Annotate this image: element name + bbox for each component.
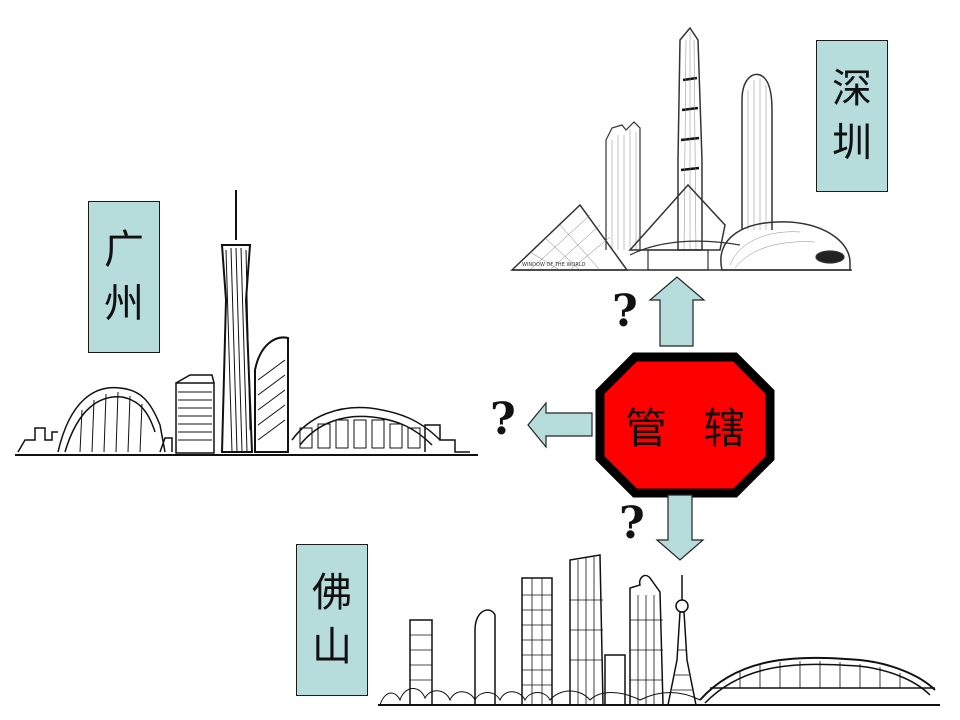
city-label-guangzhou: 广 州 [88, 201, 160, 353]
foshan-char-1: 佛 [312, 570, 352, 616]
center-label-char-1: 管 [624, 403, 667, 453]
guangzhou-char-1: 广 [104, 227, 144, 273]
question-mark-down: ? [619, 498, 645, 549]
city-label-shenzhen: 深 圳 [816, 40, 888, 192]
center-label-char-2: 辖 [703, 403, 746, 453]
question-mark-left: ? [490, 394, 516, 445]
shenzhen-char-1: 深 [832, 66, 872, 112]
shenzhen-char-2: 圳 [832, 120, 872, 166]
foshan-char-2: 山 [312, 624, 352, 670]
pyramid-caption: WINDOW OF THE WORLD [522, 262, 586, 268]
city-label-foshan: 佛 山 [296, 544, 368, 696]
guangzhou-char-2: 州 [104, 281, 144, 327]
question-mark-up: ? [612, 286, 638, 337]
octagon-shape [595, 352, 775, 498]
center-label: 管 辖 [600, 355, 770, 495]
